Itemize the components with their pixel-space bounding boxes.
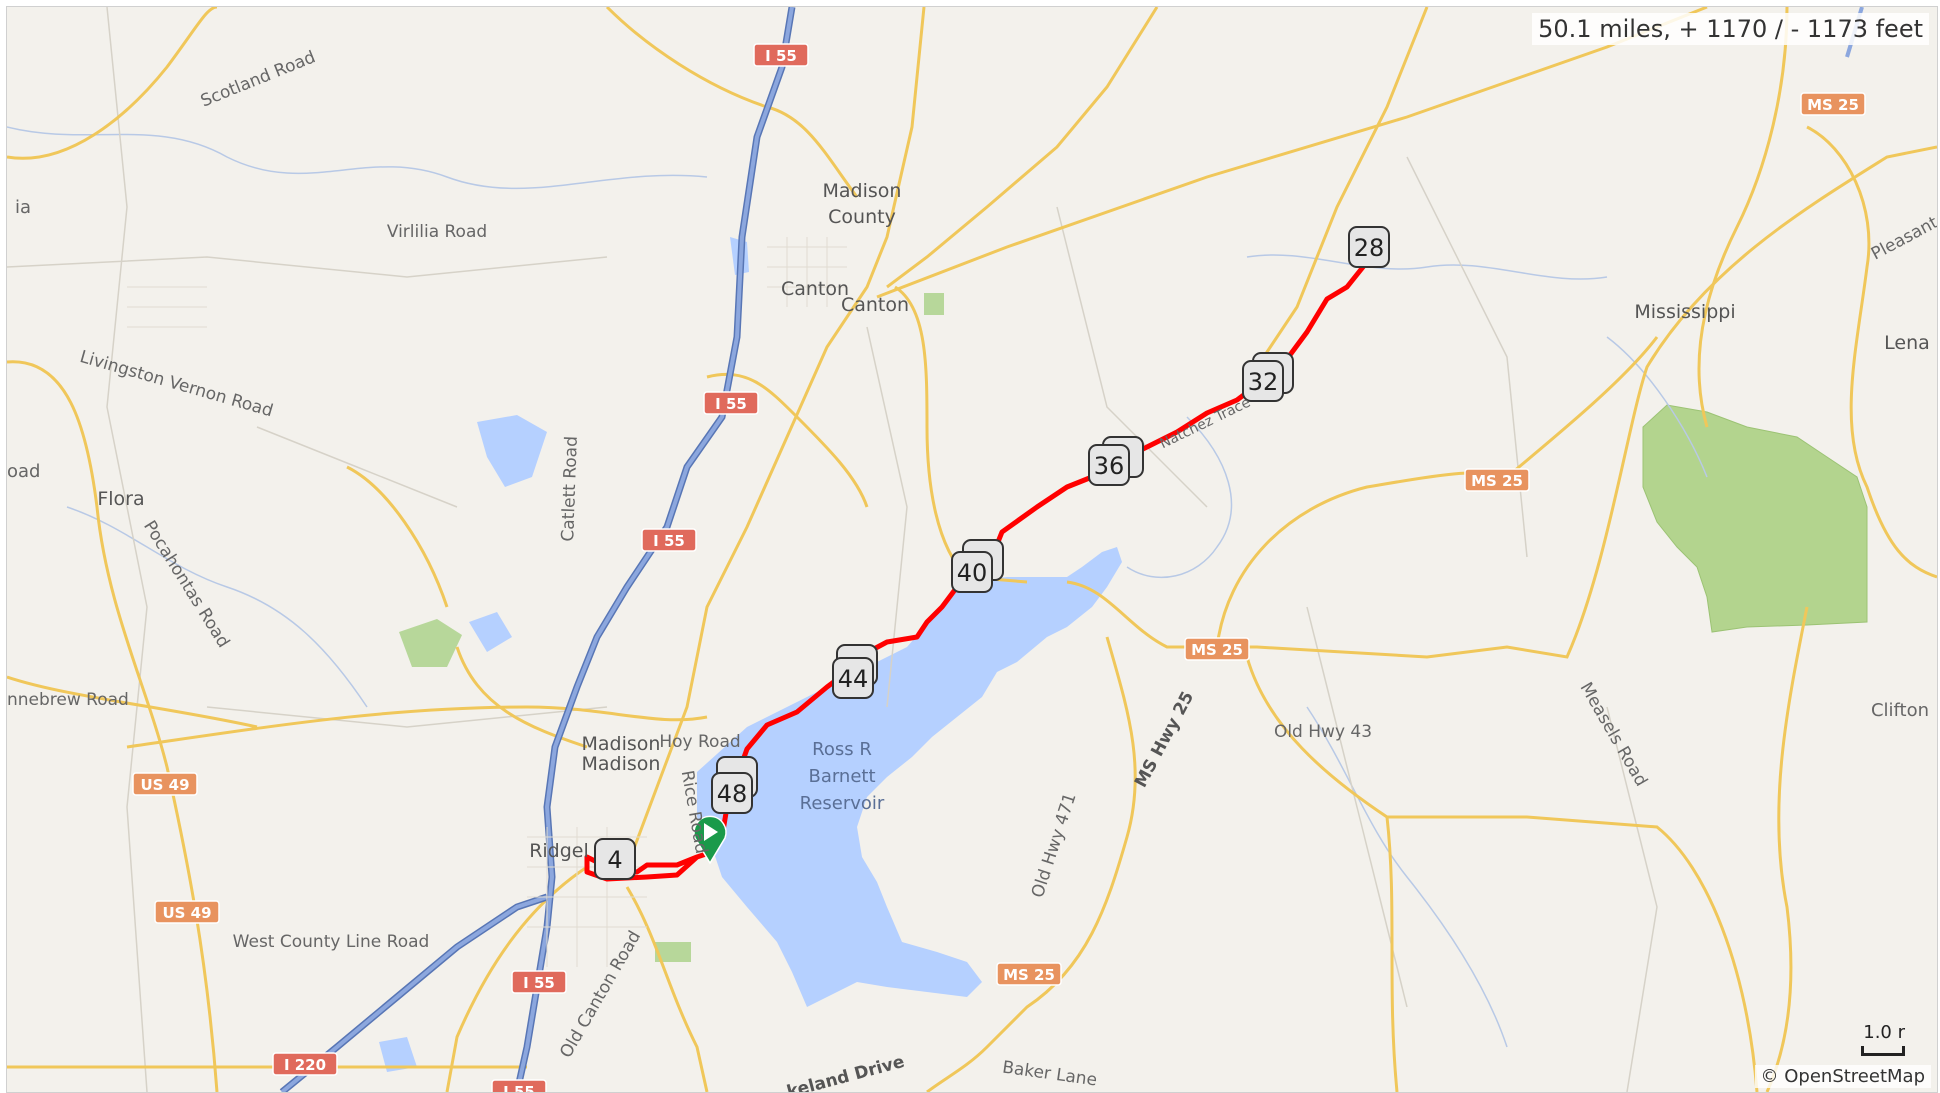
park-area: [924, 293, 944, 315]
route-summary: 50.1 miles, + 1170 / - 1173 feet: [1532, 13, 1929, 45]
map-canvas[interactable]: 28 32 36 40 44 48 4 I 55 I 55 I 55 I 55: [7, 7, 1937, 1092]
svg-text:48: 48: [717, 780, 748, 808]
label-canton-1: Canton: [781, 278, 849, 300]
lake-small-4: [379, 1037, 417, 1072]
svg-text:I 220: I 220: [284, 1056, 326, 1074]
shield-i55-c: I 55: [641, 528, 697, 552]
svg-text:32: 32: [1248, 368, 1279, 396]
town-grid: [127, 237, 847, 967]
svg-text:MS 25: MS 25: [1191, 641, 1243, 659]
shield-ms25-c: MS 25: [1184, 637, 1250, 661]
svg-text:US 49: US 49: [162, 904, 211, 922]
label-reservoir-1: Ross R: [812, 739, 872, 760]
mile-marker-44: 44: [832, 657, 874, 699]
svg-text:40: 40: [957, 559, 988, 587]
scale-bar: 1.0 r: [1861, 1022, 1907, 1056]
svg-text:US 49: US 49: [140, 776, 189, 794]
shield-i55-b: I 55: [703, 391, 759, 415]
shield-i55-a: I 55: [753, 43, 809, 67]
label-hoy-road: Hoy Road: [659, 732, 740, 752]
scale-bar-line: [1861, 1046, 1905, 1056]
shield-us49-a: US 49: [132, 772, 198, 796]
label-catlett-road: Catlett Road: [558, 436, 582, 542]
svg-text:I 55: I 55: [503, 1083, 535, 1092]
svg-text:44: 44: [838, 665, 869, 693]
play-icon: [704, 823, 718, 841]
shield-ms25-b: MS 25: [1464, 468, 1530, 492]
label-canton-2: Canton: [841, 294, 909, 316]
svg-text:MS 25: MS 25: [1807, 96, 1859, 114]
label-madison-county-2: County: [828, 206, 896, 228]
map-viewport[interactable]: 28 32 36 40 44 48 4 I 55 I 55 I 55 I 55: [6, 6, 1938, 1093]
label-madison-2: Madison: [582, 753, 661, 775]
label-oad: oad: [7, 461, 40, 482]
primary-roads: [7, 7, 1937, 1092]
label-clifton: Clifton: [1871, 700, 1929, 721]
shield-i55-d: I 55: [511, 970, 567, 994]
map-attribution[interactable]: © OpenStreetMap: [1754, 1065, 1931, 1088]
svg-text:28: 28: [1354, 234, 1385, 262]
svg-text:I 55: I 55: [765, 47, 797, 65]
shield-us49-b: US 49: [154, 900, 220, 924]
label-ia: ia: [15, 197, 31, 218]
mile-marker-32: 32: [1242, 360, 1284, 402]
label-ridgeland: Ridgel: [529, 840, 589, 862]
lake-small-1: [477, 415, 547, 487]
mile-marker-48: 48: [711, 772, 753, 814]
mile-marker-4: 4: [594, 838, 636, 880]
streams: [7, 126, 1708, 1048]
shield-i55-e: I 55: [491, 1079, 547, 1092]
mile-marker-36: 36: [1088, 444, 1130, 486]
label-mississippi: Mississippi: [1634, 301, 1735, 323]
svg-text:I 55: I 55: [523, 974, 555, 992]
label-virlilia-road: Virlilia Road: [387, 222, 487, 242]
lake-small-3: [469, 612, 512, 652]
svg-text:I 55: I 55: [653, 532, 685, 550]
golf-area: [399, 619, 462, 667]
label-reservoir-3: Reservoir: [800, 793, 885, 814]
park-area-2: [655, 942, 691, 962]
start-marker[interactable]: [693, 815, 727, 865]
svg-text:MS 25: MS 25: [1471, 472, 1523, 490]
reservoir-water: [697, 547, 1122, 1007]
label-flora: Flora: [97, 488, 144, 510]
label-madison-county: Madison: [823, 180, 902, 202]
forest-area: [1642, 404, 1868, 633]
mile-marker-28: 28: [1348, 226, 1390, 268]
svg-text:MS 25: MS 25: [1003, 966, 1055, 984]
svg-text:I 55: I 55: [715, 395, 747, 413]
shield-ms25-a: MS 25: [1800, 92, 1866, 116]
svg-text:4: 4: [607, 846, 622, 874]
label-reservoir-2: Barnett: [808, 766, 875, 787]
label-ebrew-road: nnebrew Road: [7, 690, 129, 710]
shield-ms25-d: MS 25: [996, 962, 1062, 986]
label-west-county-line-road: West County Line Road: [233, 932, 430, 952]
scale-label: 1.0 r: [1863, 1022, 1905, 1043]
shield-i220: I 220: [272, 1052, 338, 1076]
label-madison-1: Madison: [582, 733, 661, 755]
route-line[interactable]: [584, 259, 1370, 882]
label-lena: Lena: [1884, 332, 1930, 354]
svg-text:36: 36: [1094, 452, 1125, 480]
mile-marker-40: 40: [951, 551, 993, 593]
label-old-hwy-43: Old Hwy 43: [1274, 722, 1372, 742]
